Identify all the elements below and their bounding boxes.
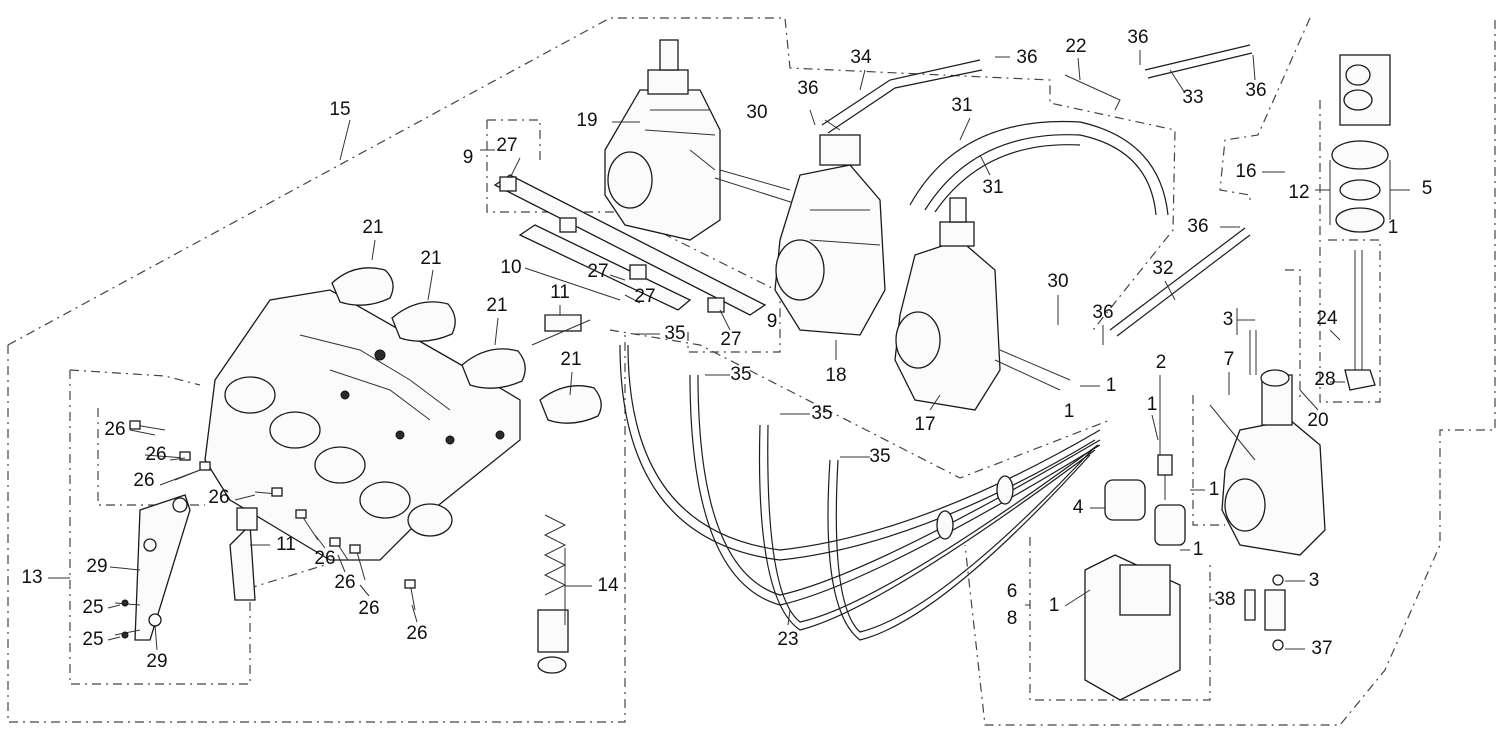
group-boundary-7 [1192, 395, 1225, 526]
group-boundary-13 [69, 369, 326, 685]
callout-c21a: 21 [362, 217, 383, 238]
callout-c1f: 1 [1193, 539, 1204, 560]
callout-c18: 18 [825, 365, 846, 386]
callout-c36a: 36 [797, 78, 818, 99]
carburetor-18 [774, 119, 886, 336]
callout-c26g: 26 [358, 598, 379, 619]
callout-c21d: 21 [560, 349, 581, 370]
callout-c9b: 9 [767, 311, 778, 332]
callout-c31a: 31 [951, 95, 972, 116]
callout-c27d: 27 [720, 329, 741, 350]
callout-c26b: 26 [145, 444, 166, 465]
callout-c35b: 35 [730, 364, 751, 385]
group-boundary-15 [7, 17, 1176, 723]
callout-c30a: 30 [746, 102, 767, 123]
callout-c3b: 3 [1309, 570, 1320, 591]
callout-c1d: 1 [1147, 394, 1158, 415]
callout-c19: 19 [576, 110, 597, 131]
callout-c13: 13 [21, 567, 42, 588]
callout-c3a: 3 [1223, 309, 1234, 330]
callout-c27b: 27 [587, 261, 608, 282]
callout-c15a: 15 [329, 99, 350, 120]
callout-c16: 16 [1235, 161, 1256, 182]
carburetor-20 [1209, 374, 1326, 556]
callout-c2: 2 [1156, 352, 1167, 373]
callout-c29a: 29 [86, 556, 107, 577]
callout-c22: 22 [1065, 36, 1086, 57]
callout-c1a: 1 [1388, 217, 1399, 238]
callout-c28: 28 [1314, 369, 1335, 390]
callout-c25b: 25 [82, 629, 103, 650]
group-boundary-24 [1285, 269, 1301, 400]
callout-c1c: 1 [1064, 401, 1075, 422]
callout-c26d: 26 [208, 487, 229, 508]
callout-c1g: 1 [1049, 595, 1060, 616]
linkage-13-parts [114, 494, 258, 641]
callout-c33: 33 [1182, 87, 1203, 108]
callout-c1b: 1 [1106, 375, 1117, 396]
fuel-hose-23 [619, 344, 1101, 641]
callout-c11b: 11 [276, 534, 296, 555]
callout-c35c: 35 [811, 403, 832, 424]
float-valve-parts [1249, 54, 1391, 391]
callout-c21c: 21 [486, 295, 507, 316]
callout-c27a: 27 [496, 135, 517, 156]
callout-c24: 24 [1316, 308, 1338, 329]
callout-c17: 17 [914, 414, 935, 435]
carburetor-19 [604, 39, 801, 241]
callout-c27c: 27 [634, 286, 655, 307]
fuel-cock-assembly [1084, 400, 1286, 701]
callout-c26a: 26 [104, 419, 125, 440]
carburetor-17 [894, 197, 1071, 411]
callout-c10: 10 [500, 257, 521, 278]
callout-c29b: 29 [146, 651, 167, 672]
callout-c37: 37 [1311, 638, 1332, 659]
callout-c21b: 21 [420, 248, 441, 269]
callout-c7: 7 [1224, 349, 1235, 370]
leader-lines [48, 50, 1410, 651]
callout-c4: 4 [1073, 497, 1084, 518]
callout-c26c: 26 [133, 470, 154, 491]
callout-c26e: 26 [314, 548, 335, 569]
callout-c26f: 26 [334, 572, 355, 593]
callout-c25a: 25 [82, 597, 103, 618]
vent-hoses [821, 44, 1253, 337]
insulator-21-parts [331, 267, 602, 424]
callout-c14: 14 [597, 575, 619, 596]
callout-c31b: 31 [982, 177, 1003, 198]
callout-c34: 34 [850, 47, 872, 68]
callout-c26h: 26 [406, 623, 427, 644]
callout-c8: 8 [1007, 608, 1018, 629]
callout-c6: 6 [1007, 581, 1018, 602]
group-boundary-12 [1319, 100, 1381, 403]
callout-c36d: 36 [1245, 80, 1266, 101]
callout-c1e: 1 [1209, 479, 1220, 500]
throttle-shaft-9 [493, 174, 767, 346]
callout-c23: 23 [777, 629, 798, 650]
callout-c5: 5 [1422, 178, 1433, 199]
callout-c9a: 9 [463, 147, 474, 168]
intake-manifold-assembly [204, 289, 521, 561]
callout-c36f: 36 [1092, 302, 1113, 323]
callout-c11a: 11 [550, 282, 570, 303]
callout-c12: 12 [1288, 182, 1309, 203]
callout-c32: 32 [1152, 258, 1173, 279]
callout-c36b: 36 [1016, 47, 1037, 68]
callout-c36e: 36 [1187, 216, 1208, 237]
group-boundary-16 [964, 17, 1496, 726]
callout-c35d: 35 [869, 446, 890, 467]
callout-c38: 38 [1214, 589, 1235, 610]
callout-c35a: 35 [664, 323, 685, 344]
callout-c20: 20 [1307, 410, 1328, 431]
callout-c36c: 36 [1127, 27, 1148, 48]
callout-c30b: 30 [1047, 271, 1068, 292]
spring-14-parts [537, 514, 569, 674]
